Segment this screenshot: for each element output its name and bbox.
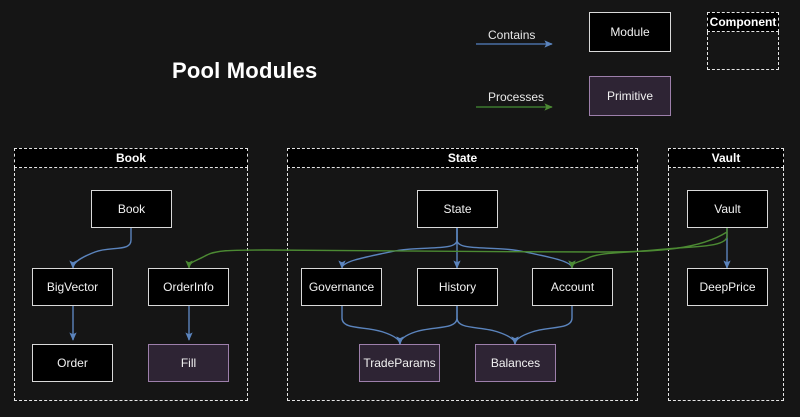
node-history-label: History xyxy=(438,280,477,294)
node-deepprice-label: DeepPrice xyxy=(699,280,756,294)
node-tradeparams[interactable]: TradeParams xyxy=(359,344,440,382)
group-state-label: State xyxy=(447,151,478,165)
node-bigvector[interactable]: BigVector xyxy=(32,268,113,306)
node-book[interactable]: Book xyxy=(91,190,172,228)
legend-module-box: Module xyxy=(589,12,671,52)
node-governance[interactable]: Governance xyxy=(301,268,382,306)
legend-module-label: Module xyxy=(610,25,650,39)
group-book-header: Book xyxy=(14,148,248,168)
node-governance-label: Governance xyxy=(308,280,375,294)
legend-component-label: Component xyxy=(709,15,777,29)
legend-component-header: Component xyxy=(707,12,779,32)
node-vault[interactable]: Vault xyxy=(687,190,768,228)
group-book-label: Book xyxy=(116,151,146,165)
node-orderinfo-label: OrderInfo xyxy=(163,280,214,294)
node-order[interactable]: Order xyxy=(32,344,113,382)
node-fill[interactable]: Fill xyxy=(148,344,229,382)
node-vault-label: Vault xyxy=(714,202,741,216)
legend-primitive-box: Primitive xyxy=(589,76,671,116)
group-vault-label: Vault xyxy=(711,151,741,165)
legend-primitive-label: Primitive xyxy=(606,89,653,103)
page-title: Pool Modules xyxy=(172,58,318,83)
node-state[interactable]: State xyxy=(417,190,498,228)
node-balances-label: Balances xyxy=(490,356,541,370)
node-order-label: Order xyxy=(57,356,88,370)
node-fill-label: Fill xyxy=(180,356,197,370)
legend-processes-label: Processes xyxy=(488,90,545,104)
node-history[interactable]: History xyxy=(417,268,498,306)
node-state-label: State xyxy=(443,202,472,216)
group-state-header: State xyxy=(287,148,638,168)
node-bigvector-label: BigVector xyxy=(46,280,99,294)
node-account-label: Account xyxy=(550,280,595,294)
node-book-label: Book xyxy=(117,202,146,216)
node-tradeparams-label: TradeParams xyxy=(363,356,436,370)
node-balances[interactable]: Balances xyxy=(475,344,556,382)
node-account[interactable]: Account xyxy=(532,268,613,306)
group-vault-header: Vault xyxy=(668,148,784,168)
node-orderinfo[interactable]: OrderInfo xyxy=(148,268,229,306)
node-deepprice[interactable]: DeepPrice xyxy=(687,268,768,306)
legend-contains-label: Contains xyxy=(488,28,536,42)
